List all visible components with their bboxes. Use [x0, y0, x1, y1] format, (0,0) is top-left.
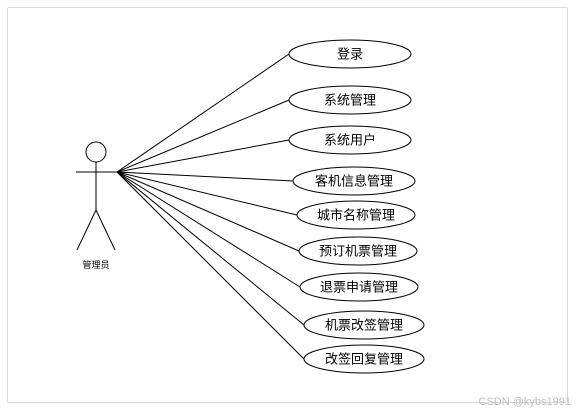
- association-line: [116, 171, 305, 326]
- use-case-ellipse: [299, 272, 419, 302]
- use-case-label: 改签回复管理: [325, 352, 403, 368]
- association-line: [116, 171, 305, 360]
- use-case-label: 系统用户: [324, 133, 376, 149]
- use-case-label: 预订机票管理: [319, 245, 397, 260]
- use-case-ellipse: [292, 166, 416, 196]
- use-case-ellipse: [296, 200, 416, 230]
- use-case-ellipse: [288, 125, 412, 155]
- use-case-ellipse: [288, 39, 412, 69]
- use-case-ellipse: [288, 85, 412, 115]
- actor-left-leg: [76, 209, 97, 251]
- diagram-frame: [7, 7, 568, 403]
- association-line: [116, 171, 301, 288]
- actor: 管理员: [76, 141, 117, 271]
- actor-head: [85, 141, 107, 163]
- use-case-label: 退票申请管理: [320, 281, 398, 296]
- actor-label: 管理员: [82, 259, 109, 271]
- association-line: [116, 53, 290, 173]
- association-line: [116, 139, 290, 173]
- association-line: [116, 99, 290, 173]
- use-case-ellipse: [303, 344, 425, 374]
- use-case-label: 登录: [337, 48, 363, 63]
- use-case-ellipse: [303, 310, 425, 340]
- association-line: [116, 171, 300, 252]
- watermark: CSDN @kybs1991: [478, 396, 571, 408]
- association-line: [116, 171, 298, 216]
- use-case-label: 客机信息管理: [315, 174, 393, 190]
- use-case-group: 登录系统管理系统用户客机信息管理城市名称管理预订机票管理退票申请管理机票改签管理…: [288, 39, 425, 374]
- use-case-ellipse: [298, 236, 418, 266]
- use-case-label: 系统管理: [324, 94, 376, 109]
- use-case-label: 机票改签管理: [325, 318, 403, 334]
- actor-right-leg: [95, 209, 116, 251]
- use-case-label: 城市名称管理: [317, 208, 395, 224]
- association-lines: [116, 53, 305, 360]
- association-line: [116, 171, 294, 182]
